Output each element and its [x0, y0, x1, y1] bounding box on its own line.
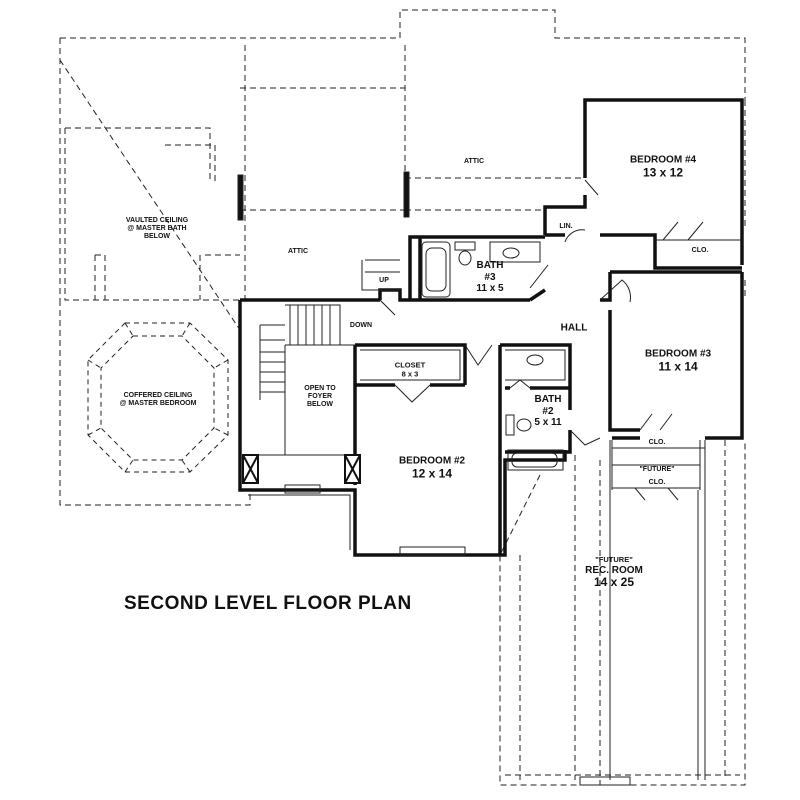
- columns: [242, 454, 361, 484]
- future-tag-label: "FUTURE": [639, 465, 675, 473]
- future-closet-label: CLO.: [648, 478, 666, 486]
- vaulted-ceiling-line-2: @ MASTER BATH: [127, 224, 187, 232]
- wall-details: [237, 171, 742, 786]
- closet-name: CLOSET: [394, 360, 426, 370]
- coffered-ceiling-outline: [87, 322, 229, 473]
- attic-top-label: ATTIC: [463, 157, 485, 165]
- open-to-foyer-line-2: FOYER: [307, 392, 333, 400]
- coffered-ceiling-label: COFFERED CEILING @ MASTER BEDROOM: [120, 392, 197, 408]
- linen-label: LIN.: [559, 222, 573, 230]
- bedroom-3-closet-label: CLO.: [648, 438, 666, 446]
- bath-2-num: #2: [542, 405, 554, 417]
- bath-3-name: BATH: [476, 259, 504, 271]
- bedroom-2-dims: 12 x 14: [411, 465, 453, 480]
- closet-label: CLOSET 8 x 3: [395, 361, 425, 378]
- closet-dims: 8 x 3: [401, 369, 419, 378]
- open-to-foyer-line-1: OPEN TO: [304, 384, 336, 392]
- rec-room-tag: "FUTURE": [595, 555, 633, 565]
- stair-up-label: UP: [379, 276, 389, 284]
- roof-outlines: [59, 9, 746, 786]
- bedroom-2-name: BEDROOM #2: [398, 455, 466, 467]
- vaulted-ceiling-line-3: BELOW: [143, 233, 171, 241]
- bath-3-label: BATH #3 11 x 5: [476, 260, 503, 295]
- rec-room-name: REC. ROOM: [585, 564, 643, 576]
- bedroom-2-label: BEDROOM #2 12 x 14: [399, 455, 465, 480]
- bath-2-label: BATH #2 5 x 11: [534, 394, 561, 429]
- coffered-ceiling-line-1: COFFERED CEILING: [123, 391, 193, 399]
- bedroom-4-label: BEDROOM #4 13 x 12: [630, 154, 696, 179]
- bath-3-num: #3: [484, 271, 496, 283]
- rec-room-label: "FUTURE" REC. ROOM 14 x 25: [585, 555, 643, 590]
- bath-2-dims: 5 x 11: [534, 416, 562, 428]
- coffered-ceiling-line-2: @ MASTER BEDROOM: [119, 400, 197, 407]
- open-to-foyer-line-3: BELOW: [306, 401, 334, 409]
- bedroom-3-label: BEDROOM #3 11 x 14: [645, 348, 711, 373]
- bedroom-4-name: BEDROOM #4: [629, 154, 697, 166]
- bedroom-3-name: BEDROOM #3: [644, 348, 712, 360]
- rec-room-dims: 14 x 25: [593, 575, 635, 590]
- stair-down-label: DOWN: [349, 321, 373, 329]
- attic-left-label: ATTIC: [287, 247, 309, 255]
- bedroom-4-dims: 13 x 12: [642, 164, 684, 179]
- bedroom-3-dims: 11 x 14: [658, 358, 698, 373]
- bath-2-name: BATH: [534, 393, 562, 405]
- vaulted-ceiling-label: VAULTED CEILING @ MASTER BATH BELOW: [126, 217, 188, 241]
- open-to-foyer-label: OPEN TO FOYER BELOW: [304, 385, 335, 409]
- hall-label: HALL: [560, 322, 588, 334]
- vaulted-ceiling-line-1: VAULTED CEILING: [125, 216, 189, 224]
- bedroom-4-closet-label: CLO.: [691, 246, 709, 254]
- bath-3-dims: 11 x 5: [476, 282, 504, 294]
- plan-title: SECOND LEVEL FLOOR PLAN: [124, 593, 412, 614]
